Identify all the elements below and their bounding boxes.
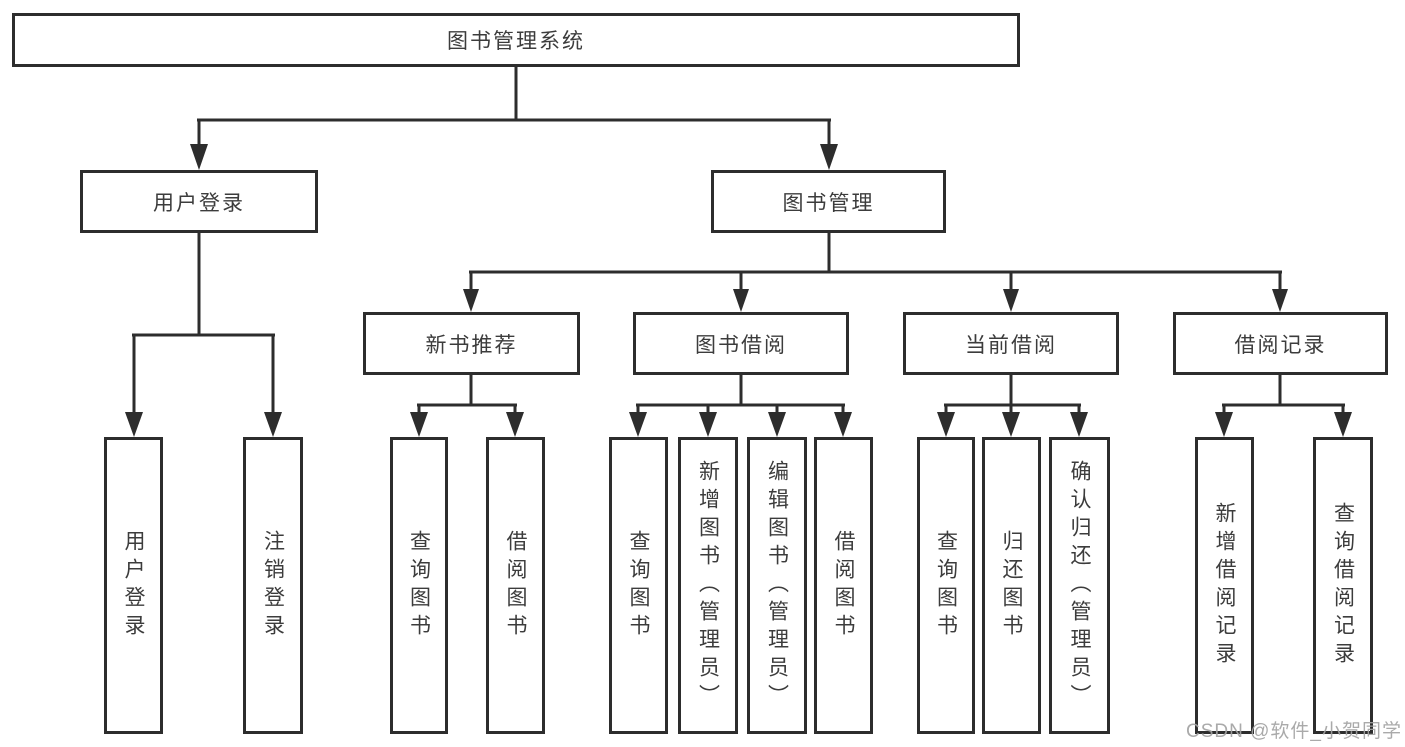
connector-root-to-level2 <box>190 67 838 170</box>
node-label: 用户登录 <box>153 191 245 215</box>
connector-book-borrow-to-leaves <box>629 375 852 437</box>
node-label: 确认归还（管理员） <box>1068 459 1091 712</box>
node-label: 查询图书 <box>934 529 958 642</box>
node-label: 图书管理 <box>782 191 875 215</box>
node-label: 图书管理系统 <box>447 30 585 53</box>
node-label: 用户登录 <box>122 529 145 642</box>
leaf-user-login: 用户登录 <box>104 437 163 734</box>
leaf-confirm-return-admin: 确认归还（管理员） <box>1049 437 1110 734</box>
node-book-borrowing: 图书借阅 <box>633 312 849 375</box>
connector-book-mgmt-to-level3 <box>463 233 1288 312</box>
connector-borrow-record-to-leaves <box>1215 375 1352 437</box>
csdn-watermark: CSDN @软件_小贺同学 <box>1186 721 1402 742</box>
leaf-borrow-book-borrow: 借阅图书 <box>814 437 873 734</box>
leaf-return-book: 归还图书 <box>982 437 1041 734</box>
leaf-logout-login: 注销登录 <box>243 437 303 734</box>
leaf-add-book-admin: 新增图书（管理员） <box>678 437 738 734</box>
node-borrowing-records: 借阅记录 <box>1173 312 1388 375</box>
node-label: 新增图书（管理员） <box>696 459 720 712</box>
node-label: 借阅图书 <box>832 529 855 642</box>
node-label: 当前借阅 <box>965 333 1057 357</box>
node-current-borrowing: 当前借阅 <box>903 312 1119 375</box>
node-label: 查询图书 <box>407 529 431 642</box>
node-label: 编辑图书（管理员） <box>765 459 789 712</box>
node-label: 借阅图书 <box>504 529 527 642</box>
node-label: 图书借阅 <box>695 333 787 357</box>
node-label: 新增借阅记录 <box>1213 501 1236 670</box>
node-label: 查询图书 <box>627 529 650 642</box>
leaf-query-book-newrec: 查询图书 <box>390 437 448 734</box>
leaf-add-borrow-record: 新增借阅记录 <box>1195 437 1254 734</box>
node-label: 新书推荐 <box>425 333 518 357</box>
node-label: 归还图书 <box>1000 529 1023 642</box>
node-book-management: 图书管理 <box>711 170 946 233</box>
leaf-query-book-borrow: 查询图书 <box>609 437 668 734</box>
node-user-login: 用户登录 <box>80 170 318 233</box>
connector-user-login-to-leaves <box>125 233 282 437</box>
leaf-query-borrow-record: 查询借阅记录 <box>1313 437 1373 734</box>
leaf-edit-book-admin: 编辑图书（管理员） <box>747 437 807 734</box>
node-label: 注销登录 <box>261 529 285 642</box>
node-label: 查询借阅记录 <box>1331 501 1355 670</box>
leaf-query-book-current: 查询图书 <box>917 437 975 734</box>
connector-new-book-to-leaves <box>410 375 524 437</box>
leaf-borrow-book-newrec: 借阅图书 <box>486 437 545 734</box>
node-root-system: 图书管理系统 <box>12 13 1020 67</box>
connector-current-borrow-to-leaves <box>937 375 1088 437</box>
node-label: 借阅记录 <box>1234 333 1327 357</box>
node-new-book-recommendation: 新书推荐 <box>363 312 580 375</box>
